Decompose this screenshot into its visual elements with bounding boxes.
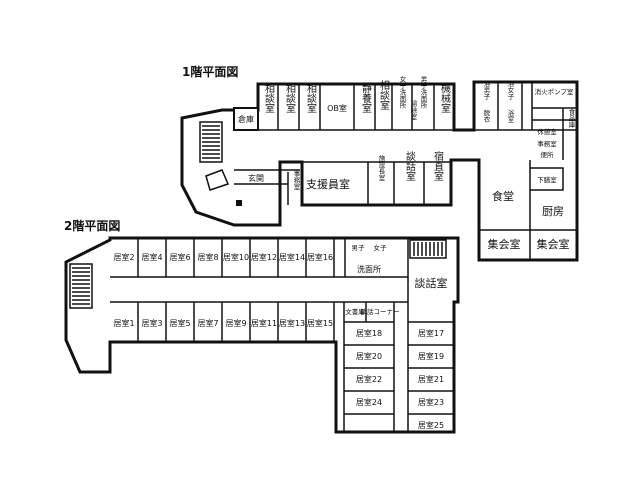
room-label: 事務室: [292, 169, 300, 190]
room-label: 便所: [541, 150, 555, 159]
room-label: 居室16: [307, 252, 333, 262]
room-label: 文書庫: [345, 307, 365, 316]
floor2-plan: [64, 236, 460, 434]
room-label: 女子: [374, 243, 388, 252]
room-label: 消火ポンプ室: [535, 87, 574, 96]
room-label: 機械室: [439, 82, 451, 113]
room-label: 居室18: [356, 328, 382, 338]
stairs-2f-left: [69, 263, 93, 309]
room-label: 食堂: [492, 189, 514, 203]
room-label: 居室21: [418, 374, 444, 384]
room-label: 居室7: [197, 318, 218, 328]
room-label: 談話室: [415, 276, 448, 290]
room-label: 浴女子: [506, 79, 514, 100]
room-label: 休憩室: [537, 127, 557, 136]
room-label: 宿直室: [432, 150, 444, 181]
room-label: 居室3: [141, 318, 162, 328]
room-label: 浴室: [506, 108, 514, 123]
stairs-2f-right: [409, 239, 447, 259]
floor1-plan: [180, 80, 579, 262]
room-label: 浴男子: [482, 79, 490, 100]
room-label: 居室2: [113, 252, 134, 262]
room-label: 居室19: [418, 351, 444, 361]
room-label: 居室25: [418, 420, 444, 430]
room-label: 男子: [352, 244, 366, 252]
room-label: 相談室: [378, 79, 390, 110]
room-label: 倉庫: [238, 114, 254, 124]
room-label: 居室24: [356, 397, 382, 407]
room-label: 事務室: [537, 139, 557, 148]
room-label: 掃除室: [409, 99, 417, 120]
room-label: 静養室: [360, 82, 372, 113]
room-label: 居室11: [251, 318, 277, 328]
room-label: 脱衣: [482, 108, 490, 124]
room-label: 相談室: [263, 82, 275, 113]
room-label: 相談室: [305, 82, 317, 113]
room-label: 談話室: [404, 150, 416, 181]
room-label: 相談室: [284, 82, 296, 113]
room-label: OB室: [327, 103, 347, 113]
room-label: 居室1: [113, 318, 134, 328]
room-label: 集会室: [537, 237, 570, 251]
room-label: 集会室: [488, 237, 521, 251]
room-label: 居室23: [418, 397, 444, 407]
room-label: 洗面所: [357, 264, 381, 274]
room-label: 厨房: [542, 205, 564, 218]
room-label: 居室13: [279, 318, 305, 328]
room-label: 居室5: [169, 318, 190, 328]
room-label: 男子洗面所: [419, 75, 427, 109]
room-label: 居室12: [251, 252, 277, 262]
room-label: 居室22: [356, 374, 382, 384]
room-label: 居室14: [279, 252, 305, 262]
floor2-labels: 男子 女子 洗面所 談話室 文書庫 談話コーナー 居室2 居室4 居室6 居室8 居室1…: [113, 243, 447, 430]
room-label: 居室4: [141, 252, 162, 262]
floor2-title: 2階平面図: [64, 218, 120, 233]
room-label: 居室15: [307, 318, 333, 328]
room-label: 居室10: [223, 252, 249, 262]
room-label: 居室9: [225, 318, 246, 328]
room-label: 居室20: [356, 351, 382, 361]
room-label: 居室17: [418, 328, 444, 338]
floor1-title: 1階平面図: [182, 64, 238, 79]
room-label: 居室8: [197, 252, 218, 262]
room-label: 玄関: [248, 173, 264, 183]
room-label: 下膳室: [537, 175, 557, 184]
room-label: 支援員室: [306, 177, 350, 191]
room-label: 居室6: [169, 252, 190, 262]
room-label: 食品庫: [567, 107, 575, 129]
floor1-labels: 相談室 相談室 相談室 OB室 静養室 相談室 女子洗面所 男子洗面所 掃除室 …: [238, 74, 575, 251]
room-label: 施設長室: [377, 154, 385, 182]
room-label: 談話コーナー: [361, 307, 400, 316]
stairs-1f: [199, 121, 223, 163]
room-label: 女子洗面所: [398, 74, 406, 109]
